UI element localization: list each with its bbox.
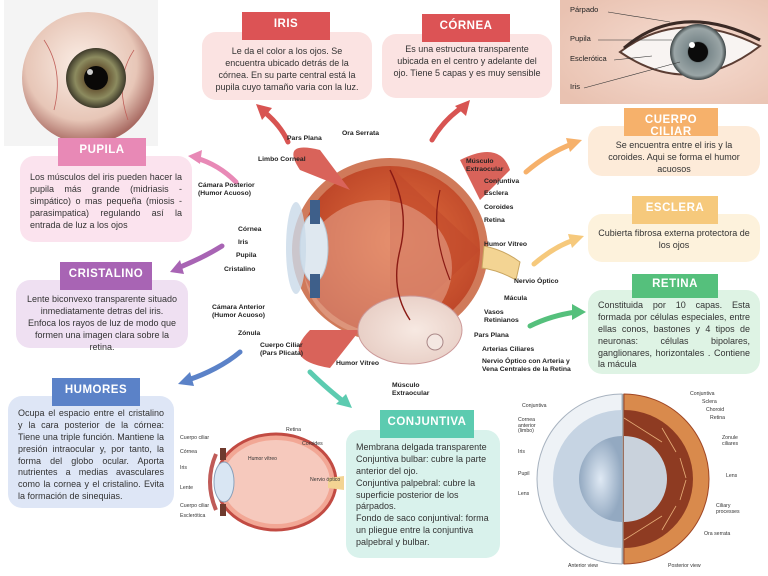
small-label-cuerpo-ciliar: Cuerpo ciliar — [180, 435, 210, 441]
humores-description: Ocupa el espacio entre el cristalino y l… — [8, 396, 174, 508]
label-esclera: Esclera — [484, 190, 509, 197]
front-label-cornea-anterior: Cornea anterior (limbo) — [518, 417, 536, 435]
front-label-ciliary: Ciliary processes — [716, 503, 740, 515]
front-label-pupil: Pupil — [518, 471, 530, 477]
label-zonula: Zónula — [238, 330, 261, 337]
label-cornea: Córnea — [238, 226, 262, 233]
pupila-title: PUPILA — [58, 138, 146, 166]
small-label-nervio-optico: Nervio óptico — [310, 477, 341, 483]
arrow-pupila — [188, 150, 239, 185]
front-label-zonule: Zonule ciliares — [722, 435, 739, 447]
small-label-iris: Iris — [180, 465, 187, 471]
label-iris: Iris — [238, 239, 249, 246]
arrow-cornea — [429, 100, 470, 143]
conjuntiva-description: Membrana delgada transparente Conjuntiva… — [346, 430, 500, 558]
front-label-lens: Lens — [518, 491, 530, 497]
label-nervio-arteria: Nervio Óptico con Arteria y Vena Central… — [482, 358, 571, 373]
pupila-description: Los músculos del iris pueden hacer la pu… — [20, 156, 192, 242]
humores-title: HUMORES — [52, 378, 140, 406]
front-label-anterior-view: Anterior view — [568, 563, 598, 569]
iris-description: Le da el color a los ojos. Se encuentra … — [202, 32, 372, 100]
iris-title: IRIS — [242, 12, 330, 40]
photo-label-pupila: Pupila — [570, 34, 591, 43]
arrow-humores — [178, 349, 243, 386]
esclera-title: ESCLERA — [632, 196, 718, 224]
cuerpo-ciliar-description: Se encuentra entre el iris y la coroides… — [588, 126, 760, 176]
label-humor-vitreo: Humor Vítreo — [484, 241, 528, 248]
eye-cross-section — [240, 130, 540, 390]
eyeball-photo — [4, 0, 158, 146]
front-back-eye-diagram: Conjuntiva Cornea anterior (limbo) Iris … — [512, 388, 768, 576]
eye-photo: Párpado Pupila Esclerótica Iris — [560, 0, 768, 104]
cristalino-title: CRISTALINO — [60, 262, 152, 290]
front-label-posterior-view: Posterior view — [668, 563, 701, 569]
label-coroides: Coroides — [484, 204, 514, 211]
front-label-conjuntiva: Conjuntiva — [690, 391, 715, 397]
label-pars-plana-right: Pars Plana — [474, 332, 509, 339]
small-eye-diagram: Humor vítreo Cuerpo ciliar Córnea Iris L… — [178, 420, 344, 540]
cornea-title: CÓRNEA — [422, 14, 510, 42]
label-vasos-retinianos: Vasos Retinianos — [484, 309, 519, 324]
label-humor-vitreo-bottom: Humor Vítreo — [336, 360, 380, 367]
label-camara-anterior: Cámara Anterior (Humor Acuoso) — [212, 304, 266, 319]
arrow-cristalino — [170, 243, 225, 274]
small-label-retina: Retina — [286, 427, 301, 433]
front-label-sclera: Sclera — [702, 399, 717, 405]
label-cristalino: Cristalino — [224, 266, 256, 273]
cristalino-description: Lente biconvexo transparente situado inm… — [16, 280, 188, 352]
front-label-conjuntiva-left: Conjuntiva — [522, 403, 547, 409]
label-nervio-optico: Nervio Óptico — [514, 278, 559, 285]
label-conjuntiva: Conjuntiva — [484, 178, 520, 185]
arrow-conjuntiva — [307, 369, 352, 408]
cornea-description: Es una estructura transparente ubicada e… — [382, 34, 552, 98]
arrow-esclera — [531, 234, 584, 267]
small-label-cornea: Córnea — [180, 449, 198, 455]
front-label-choroid: Choroid — [706, 407, 725, 413]
conjuntiva-title: CONJUNTIVA — [380, 410, 474, 438]
label-macula: Mácula — [504, 295, 528, 302]
small-label-esclerotica: Esclerótica — [180, 513, 206, 519]
label-arterias-ciliares: Arterias Ciliares — [482, 346, 535, 353]
label-musculo-extraocular-bottom: Músculo Extraocular — [392, 382, 430, 397]
photo-label-esclerotica: Esclerótica — [570, 54, 607, 63]
label-pars-plana: Pars Plana — [287, 135, 322, 142]
retina-description: Constituida por 10 capas. Esta formada p… — [588, 290, 760, 374]
retina-title: RETINA — [632, 274, 718, 298]
photo-label-parpado: Párpado — [570, 5, 599, 14]
front-label-retina: Retina — [710, 415, 725, 421]
label-cuerpo-ciliar: Cuerpo Ciliar (Pars Plicata) — [260, 342, 304, 357]
cuerpo-ciliar-title: CUERPO CILIAR — [624, 108, 718, 138]
small-label-coroides: Coroides — [302, 441, 323, 447]
label-ora-serrata: Ora Serrata — [342, 130, 380, 137]
arrow-iris — [256, 104, 291, 145]
label-musculo-extraocular: Músculo Extraocular — [466, 158, 504, 173]
front-label-iris: Iris — [518, 449, 525, 455]
label-retina: Retina — [484, 217, 505, 224]
label-limbo-corneal: Limbo Corneal — [258, 156, 306, 163]
small-label-cuerpo-ciliar-2: Cuerpo ciliar — [180, 503, 210, 509]
photo-label-iris: Iris — [570, 82, 580, 91]
arrow-cuerpo-ciliar — [523, 138, 582, 175]
small-label-lente: Lente — [180, 485, 193, 491]
label-pupila: Pupila — [236, 252, 257, 259]
front-label-lens-right: Lens — [726, 473, 738, 479]
front-label-ora: Ora serrata — [704, 531, 731, 537]
label-camara-posterior: Cámara Posterior (Humor Acuoso) — [198, 182, 255, 197]
small-label-humor-vitreo: Humor vítreo — [248, 456, 277, 462]
arrow-retina — [527, 304, 586, 329]
